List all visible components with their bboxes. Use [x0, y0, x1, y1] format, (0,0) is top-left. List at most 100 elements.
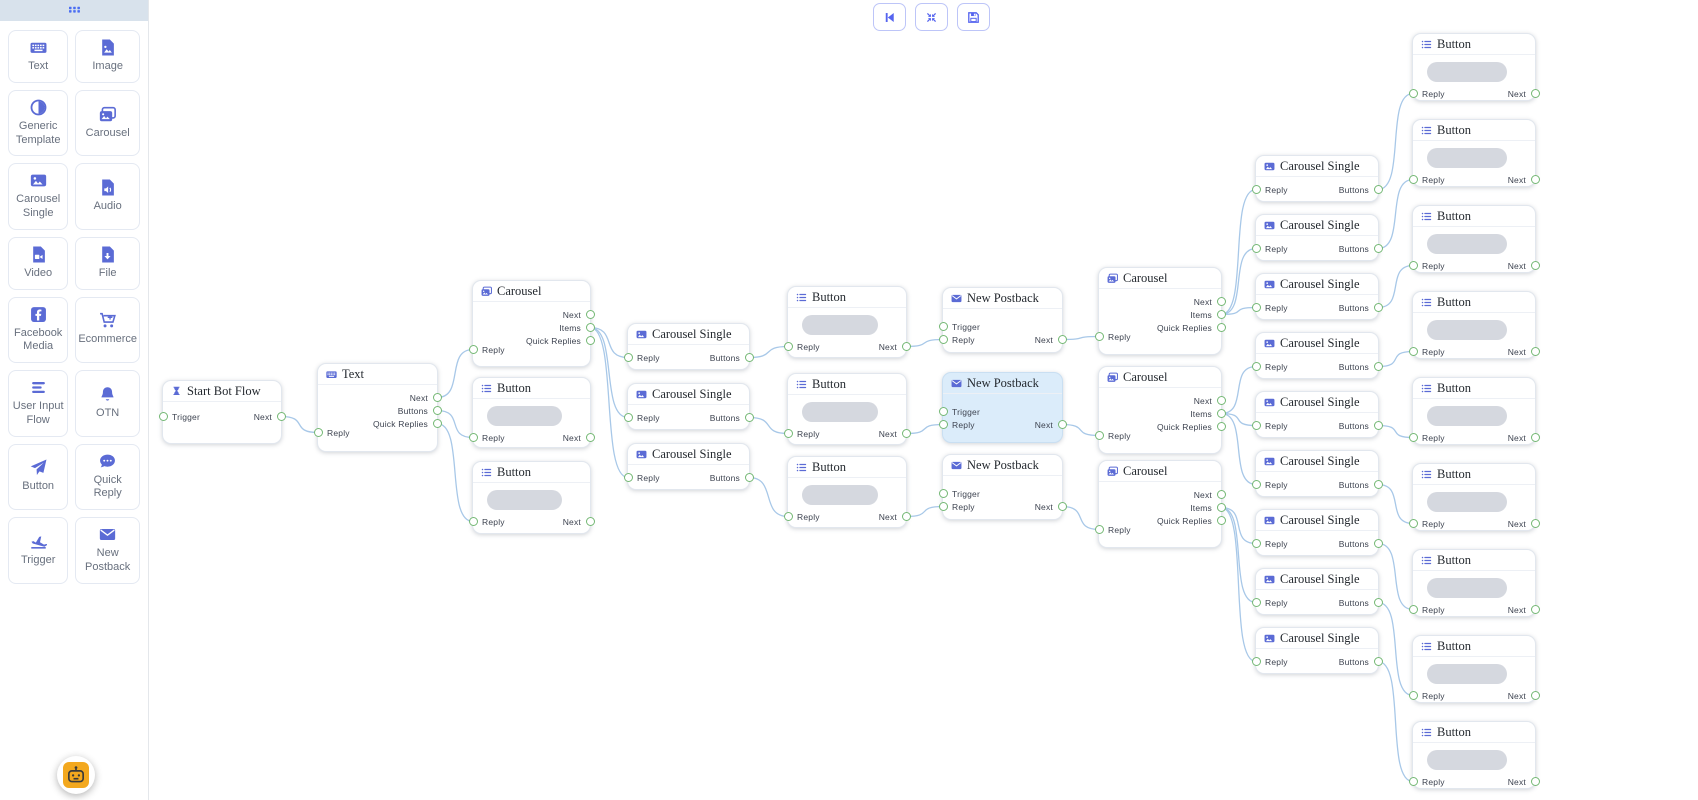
output-port-next[interactable]	[1530, 175, 1540, 184]
edge-connection[interactable]	[589, 326, 629, 479]
output-port-buttons[interactable]	[1373, 185, 1383, 194]
input-port-reply[interactable]	[623, 473, 633, 482]
input-port-reply[interactable]	[623, 353, 633, 362]
input-port-reply[interactable]	[1251, 362, 1261, 371]
output-port-buttons[interactable]	[1373, 362, 1383, 371]
input-port-reply[interactable]	[1251, 657, 1261, 666]
output-port-next[interactable]	[901, 512, 911, 521]
edge-connection[interactable]	[589, 326, 629, 359]
output-port-quick-replies[interactable]	[585, 336, 595, 345]
output-port-next[interactable]	[1216, 490, 1226, 499]
input-port-reply[interactable]	[1251, 303, 1261, 312]
output-port-next[interactable]	[585, 310, 595, 319]
input-port-reply[interactable]	[1094, 525, 1104, 534]
output-port-next[interactable]	[1057, 502, 1067, 511]
input-port-reply[interactable]	[1408, 605, 1418, 614]
edge-connection[interactable]	[589, 326, 629, 419]
edge-connection[interactable]	[1220, 506, 1257, 545]
sidebar-item-trigger[interactable]: Trigger	[8, 517, 69, 584]
output-port-next[interactable]	[901, 429, 911, 438]
input-port-reply[interactable]	[1251, 480, 1261, 489]
output-port-next[interactable]	[1530, 691, 1540, 700]
edge-connection[interactable]	[1377, 92, 1414, 191]
output-port-items[interactable]	[1216, 310, 1226, 319]
sidebar-item-image[interactable]: Image	[75, 30, 140, 83]
output-port-next[interactable]	[276, 412, 286, 421]
output-port-buttons[interactable]	[744, 353, 754, 362]
edge-connection[interactable]	[436, 422, 474, 523]
sidebar-item-otn[interactable]: OTN	[75, 370, 140, 437]
input-port-reply[interactable]	[1251, 244, 1261, 253]
output-port-next[interactable]	[1530, 261, 1540, 270]
input-port-trigger[interactable]	[938, 322, 948, 331]
output-port-quick-replies[interactable]	[1216, 516, 1226, 525]
output-port-next[interactable]	[901, 342, 911, 351]
sidebar-item-generic-template[interactable]: Generic Template	[8, 89, 69, 157]
edge-connection[interactable]	[1061, 423, 1100, 437]
sidebar-toggle[interactable]	[0, 0, 148, 21]
output-port-next[interactable]	[1057, 335, 1067, 344]
edge-connection[interactable]	[1220, 247, 1257, 316]
edge-connection[interactable]	[1061, 335, 1100, 341]
edge-connection[interactable]	[1377, 424, 1414, 439]
edge-connection[interactable]	[436, 409, 474, 439]
output-port-next[interactable]	[1057, 420, 1067, 429]
compress-view-button[interactable]	[915, 3, 948, 31]
input-port-reply[interactable]	[1251, 539, 1261, 548]
output-port-items[interactable]	[585, 323, 595, 332]
output-port-buttons[interactable]	[744, 473, 754, 482]
output-port-next[interactable]	[1530, 89, 1540, 98]
sidebar-item-carousel-single[interactable]: Carousel Single	[8, 163, 69, 230]
edge-connection[interactable]	[1377, 350, 1414, 368]
edge-connection[interactable]	[1377, 264, 1414, 309]
sidebar-item-audio[interactable]: Audio	[75, 163, 140, 230]
step-backward-button[interactable]	[873, 3, 906, 31]
edge-connection[interactable]	[1220, 506, 1257, 663]
input-port-reply[interactable]	[468, 517, 478, 526]
sidebar-item-file[interactable]: File	[75, 236, 140, 290]
edge-connection[interactable]	[1061, 505, 1100, 531]
input-port-reply[interactable]	[1408, 433, 1418, 442]
output-port-buttons[interactable]	[1373, 244, 1383, 253]
output-port-buttons[interactable]	[432, 406, 442, 415]
edge-connection[interactable]	[280, 415, 319, 434]
output-port-buttons[interactable]	[1373, 480, 1383, 489]
edge-connection[interactable]	[1220, 412, 1257, 427]
input-port-reply[interactable]	[1408, 347, 1418, 356]
edge-connection[interactable]	[1377, 178, 1414, 250]
input-port-reply[interactable]	[1408, 175, 1418, 184]
bot-avatar[interactable]	[57, 756, 95, 794]
output-port-quick-replies[interactable]	[1216, 422, 1226, 431]
input-port-reply[interactable]	[623, 413, 633, 422]
sidebar-item-carousel[interactable]: Carousel	[75, 89, 140, 157]
output-port-next[interactable]	[1530, 433, 1540, 442]
output-port-buttons[interactable]	[744, 413, 754, 422]
edge-connection[interactable]	[905, 338, 944, 348]
input-port-trigger[interactable]	[938, 407, 948, 416]
output-port-quick-replies[interactable]	[1216, 323, 1226, 332]
input-port-reply[interactable]	[1251, 185, 1261, 194]
